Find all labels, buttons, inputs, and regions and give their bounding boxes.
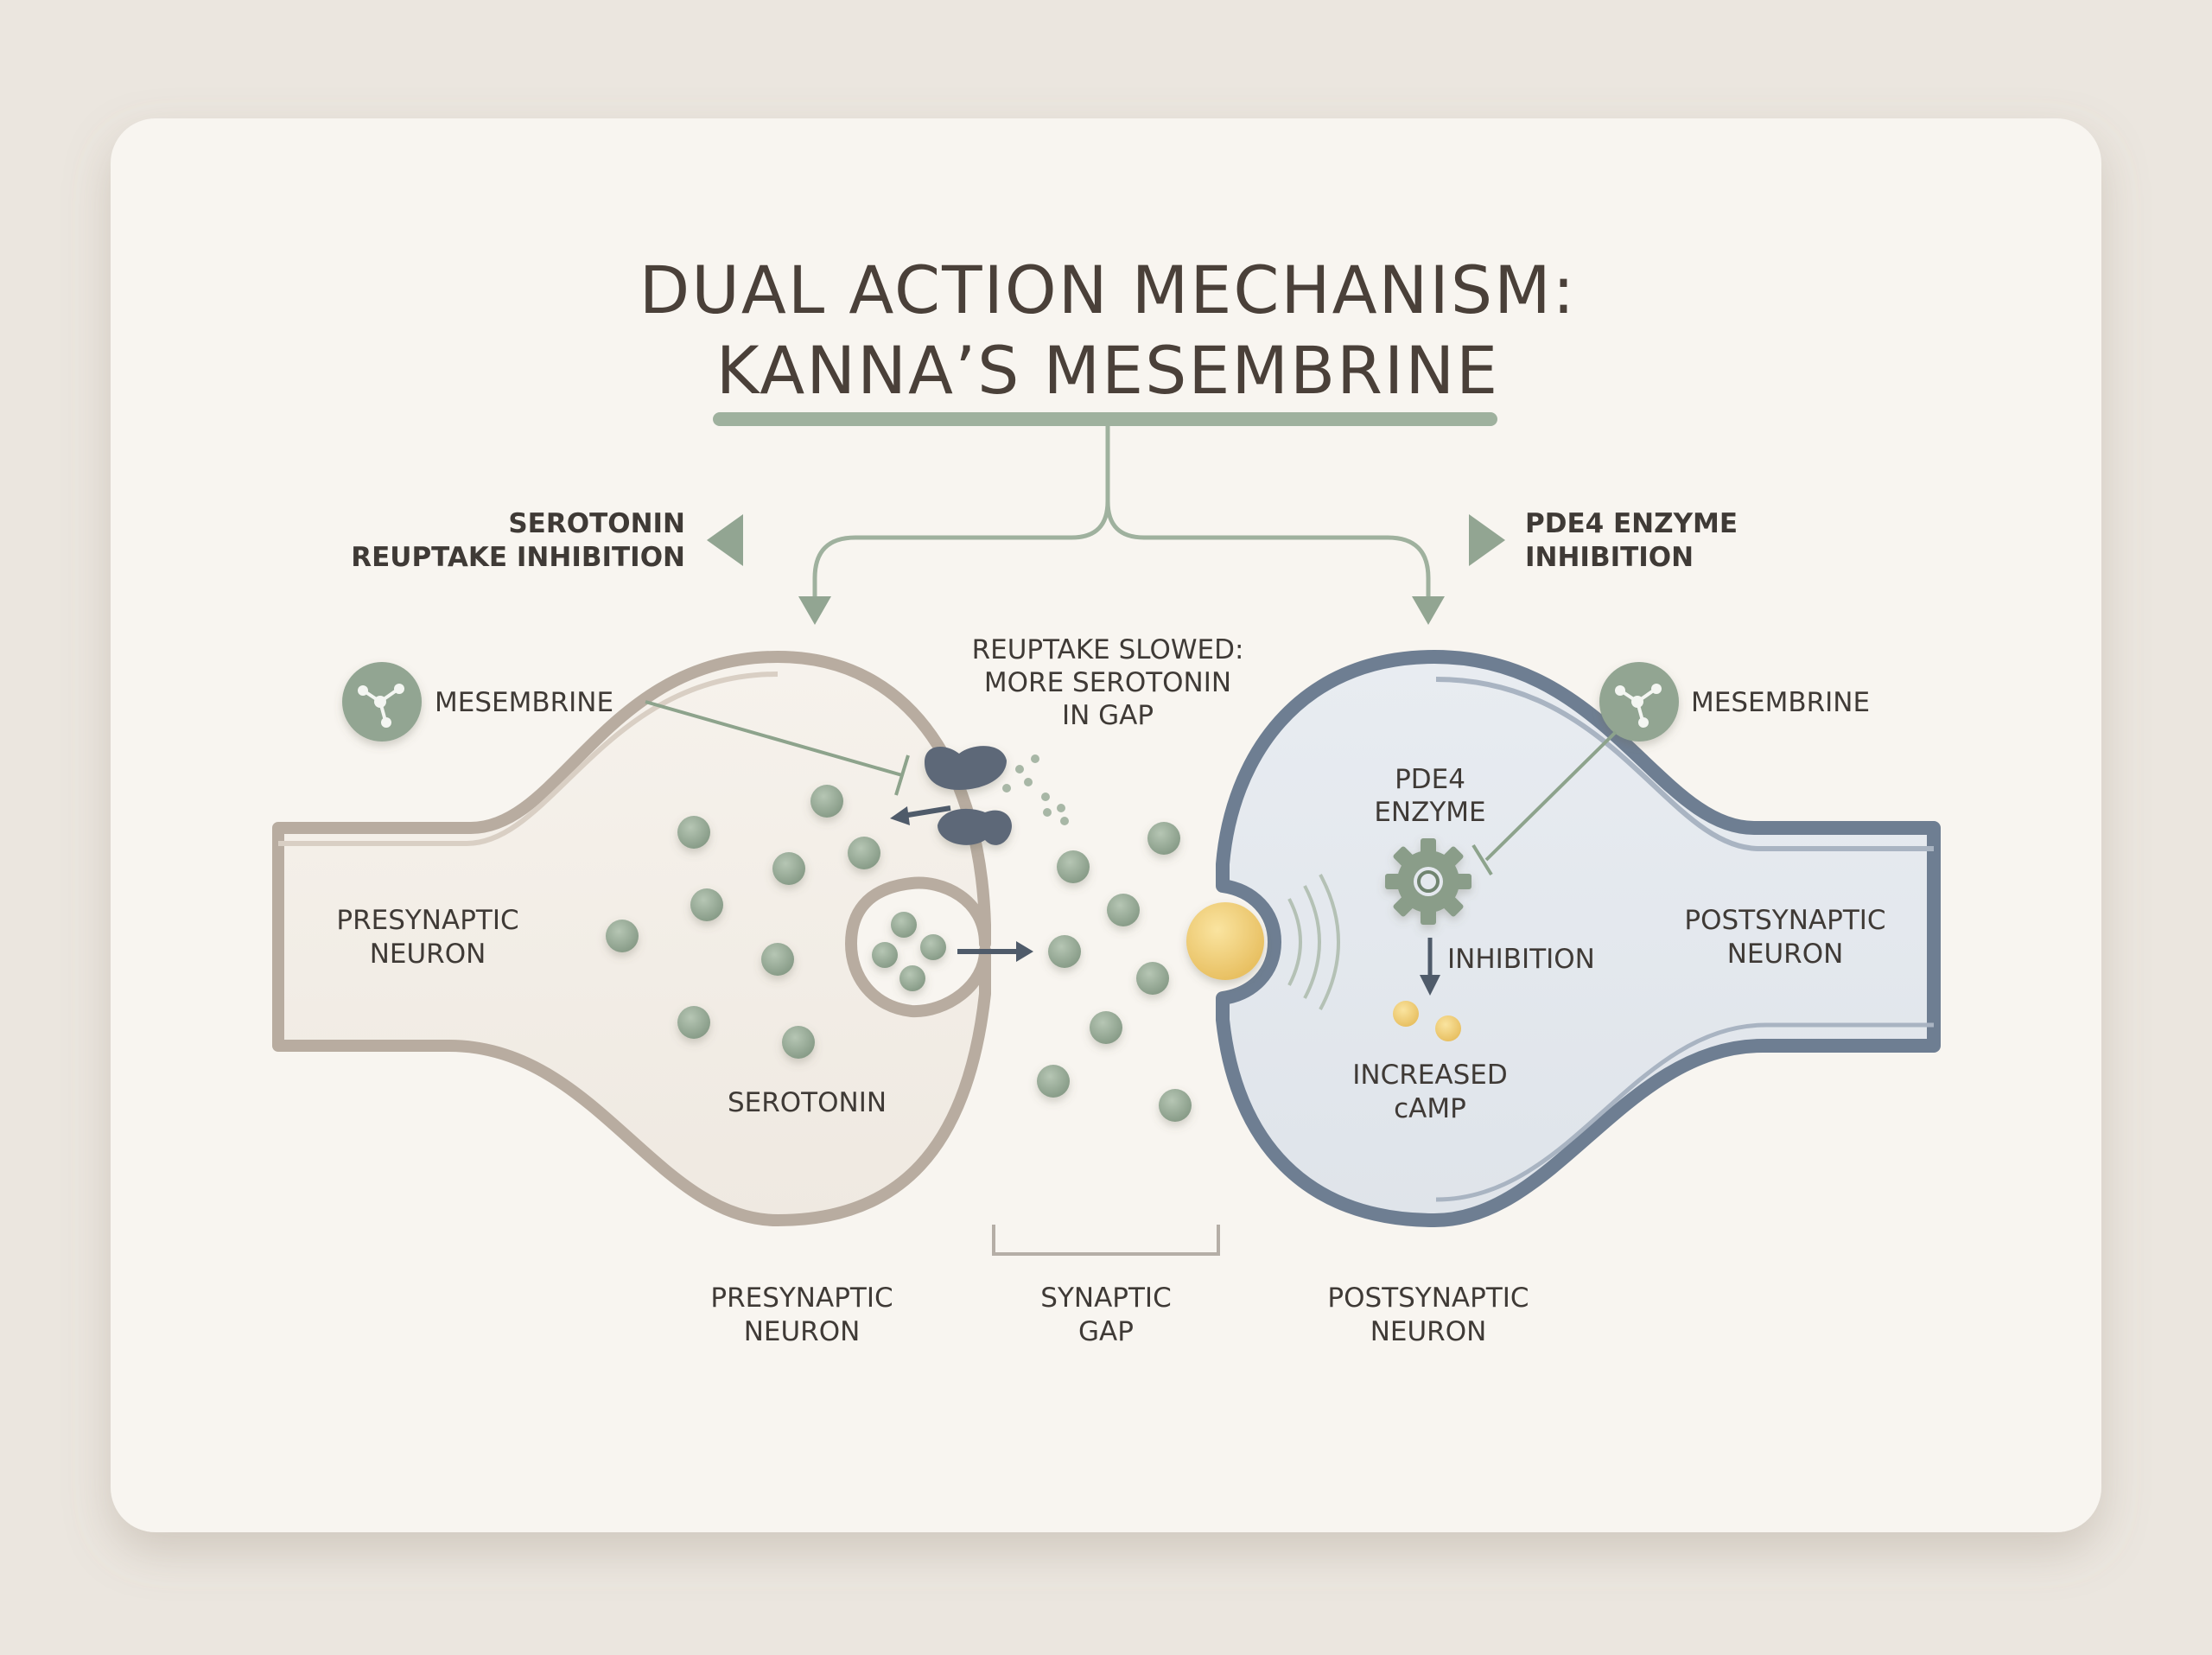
serotonin-dot: [677, 1006, 710, 1039]
serotonin-dot: [899, 965, 925, 991]
triangle-right-icon: [1469, 514, 1505, 566]
release-arrow: [957, 941, 1033, 962]
receptor-signal-waves: [1287, 874, 1340, 1010]
inhibition-line-right: [1471, 730, 1618, 876]
postsynaptic-inner-line-1: POSTSYNAPTIC: [1684, 905, 1885, 936]
serotonin-dot: [1159, 1089, 1192, 1122]
serotonin-dot: [848, 837, 880, 869]
serotonin-molecules: [606, 785, 1192, 1122]
reuptake-note-line-3: IN GAP: [1062, 700, 1154, 731]
title-line-1: DUAL ACTION MECHANISM:: [639, 251, 1577, 328]
triangle-left-icon: [707, 514, 743, 566]
reuptake-transporter: [925, 746, 1012, 845]
serotonin-dot: [920, 934, 946, 960]
synaptic-gap-bracket: [992, 1225, 1220, 1256]
mesembrine-label-left: MESEMBRINE: [435, 687, 613, 718]
serotonin-dot: [1136, 962, 1169, 995]
inhibition-label: INHIBITION: [1447, 944, 1595, 975]
branch-left-line-2: REUPTAKE INHIBITION: [351, 542, 685, 573]
postsynaptic-neuron: [1216, 650, 1941, 1227]
serotonin-dot: [761, 943, 794, 976]
branch-left-line-1: SEROTONIN: [508, 508, 685, 539]
serotonin-label: SEROTONIN: [728, 1087, 887, 1118]
camp-molecules: [1393, 1001, 1461, 1041]
camp-label-line-1: INCREASED: [1352, 1060, 1507, 1091]
title-line-2: KANNA’S MESEMBRINE: [716, 332, 1499, 409]
serotonin-dot: [772, 852, 805, 885]
reuptake-arrow: [890, 805, 951, 825]
reuptake-particles: [1002, 754, 1069, 825]
postsynaptic-inner-line-2: NEURON: [1727, 939, 1844, 970]
serotonin-dot: [891, 912, 917, 938]
serotonin-dot: [1147, 822, 1180, 855]
bottom-presynaptic-line-2: NEURON: [744, 1316, 861, 1347]
bottom-presynaptic-line-1: PRESYNAPTIC: [710, 1283, 893, 1314]
presynaptic-inner-line-2: NEURON: [370, 939, 486, 970]
serotonin-dot: [1107, 894, 1140, 926]
reuptake-note-line-2: MORE SEROTONIN: [984, 667, 1231, 698]
bottom-gap-line-1: SYNAPTIC: [1040, 1283, 1171, 1314]
bottom-gap-line-2: GAP: [1078, 1316, 1134, 1347]
gear-icon: [1385, 838, 1471, 925]
inhibition-arrow: [1420, 938, 1440, 996]
serotonin-dot: [810, 785, 843, 818]
camp-label-line-2: cAMP: [1394, 1093, 1466, 1124]
postsynaptic-membrane: [1216, 650, 1941, 1227]
molecule-icon: [1599, 662, 1679, 742]
branch-right-line-2: INHIBITION: [1525, 542, 1694, 573]
pde4-label-line-2: ENZYME: [1374, 797, 1485, 828]
serotonin-dot: [782, 1026, 815, 1059]
molecule-icon: [342, 662, 422, 742]
reuptake-note-line-1: REUPTAKE SLOWED:: [972, 634, 1244, 665]
inhibition-line-left: [645, 700, 910, 796]
bottom-postsynaptic-line-2: NEURON: [1370, 1316, 1487, 1347]
title-underline: [713, 412, 1497, 426]
serotonin-dot: [677, 816, 710, 849]
serotonin-dot: [606, 920, 639, 952]
receptor-bound-molecule: [1186, 902, 1264, 980]
serotonin-dot: [1037, 1065, 1070, 1098]
branch-connector: [812, 426, 1431, 614]
serotonin-dot: [690, 888, 723, 921]
serotonin-dot: [1057, 850, 1090, 883]
serotonin-dot: [872, 942, 898, 968]
branch-right-line-1: PDE4 ENZYME: [1525, 508, 1738, 539]
pde4-label-line-1: PDE4: [1395, 764, 1465, 795]
branch-arrowhead-left: [798, 596, 831, 625]
mesembrine-label-right: MESEMBRINE: [1691, 687, 1870, 718]
serotonin-dot: [1048, 935, 1081, 968]
branch-arrowhead-right: [1412, 596, 1445, 625]
card-background: [111, 118, 2101, 1532]
serotonin-dot: [1090, 1011, 1122, 1044]
bottom-postsynaptic-line-1: POSTSYNAPTIC: [1327, 1283, 1529, 1314]
presynaptic-inner-line-1: PRESYNAPTIC: [336, 905, 518, 936]
